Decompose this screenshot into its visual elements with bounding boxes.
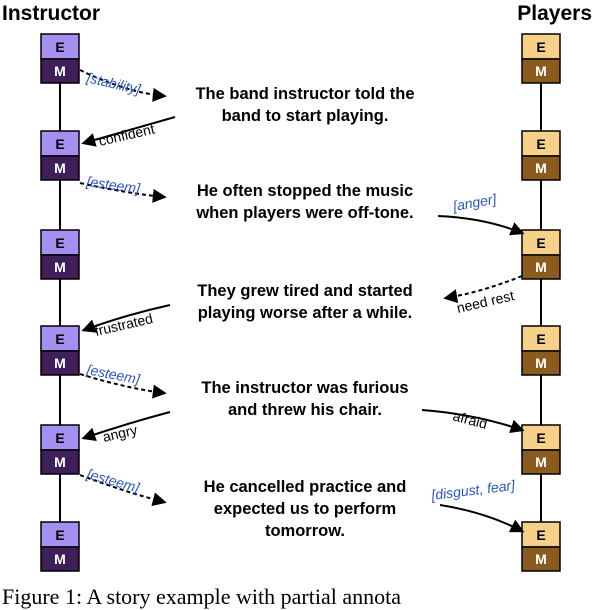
instructor-emotion-label: E bbox=[55, 136, 64, 152]
players-emotion-label: E bbox=[536, 430, 545, 446]
players-emotion-cell bbox=[521, 130, 561, 157]
sentence-5-line-2: expected us to perform bbox=[213, 500, 397, 518]
players-motivation-cell bbox=[521, 449, 561, 475]
arrow-esteem-1 bbox=[79, 182, 167, 203]
players-motivation-label: M bbox=[535, 259, 547, 275]
instructor-emotion-label: E bbox=[55, 235, 64, 251]
players-motivation-cell bbox=[521, 58, 561, 84]
label-esteem-1: [esteem] bbox=[85, 173, 142, 197]
players-motivation-label: M bbox=[535, 355, 547, 371]
sentence-5-line-1: He cancelled practice and bbox=[203, 478, 407, 496]
instructor-emotion-cell bbox=[40, 33, 80, 60]
players-motivation-label: M bbox=[535, 160, 547, 176]
instructor-state-box: EM bbox=[40, 33, 80, 84]
story-sentence-2: He often stopped the music when players … bbox=[140, 180, 470, 224]
instructor-emotion-label: E bbox=[55, 430, 64, 446]
arrow-afraid bbox=[421, 409, 525, 434]
players-emotion-label: E bbox=[536, 527, 545, 543]
instructor-emotion-cell bbox=[40, 130, 80, 157]
arrow-angry bbox=[81, 411, 171, 442]
sentence-3-line-1: They grew tired and started bbox=[197, 282, 413, 300]
figure-caption: Figure 1: A story example with partial a… bbox=[2, 584, 401, 609]
instructor-state-box: EM bbox=[40, 130, 80, 181]
instructor-emotion-label: E bbox=[55, 527, 64, 543]
players-motivation-cell bbox=[521, 254, 561, 280]
players-motivation-cell bbox=[521, 546, 561, 572]
label-esteem-3: [esteem] bbox=[84, 465, 142, 496]
arrow-esteem-2 bbox=[79, 373, 167, 399]
instructor-motivation-label: M bbox=[54, 454, 66, 470]
label-anger: [anger] bbox=[451, 190, 499, 214]
story-sentence-5: He cancelled practice and expected us to… bbox=[140, 476, 470, 542]
story-sentence-1: The band instructor told the band to sta… bbox=[140, 83, 470, 127]
players-motivation-cell bbox=[521, 155, 561, 181]
players-state-box: EM bbox=[521, 521, 561, 572]
players-emotion-label: E bbox=[536, 235, 545, 251]
players-emotion-label: E bbox=[536, 136, 545, 152]
instructor-motivation-cell bbox=[40, 350, 80, 376]
players-header: Players bbox=[517, 2, 592, 25]
instructor-motivation-cell bbox=[40, 449, 80, 475]
instructor-motivation-label: M bbox=[54, 551, 66, 567]
instructor-motivation-label: M bbox=[54, 63, 66, 79]
sentence-1-line-2: band to start playing. bbox=[221, 107, 389, 125]
label-angry: angry bbox=[101, 421, 139, 444]
instructor-header: Instructor bbox=[2, 2, 101, 25]
instructor-emotion-cell bbox=[40, 325, 80, 352]
sentence-3-line-2: playing worse after a while. bbox=[197, 304, 413, 322]
sentence-4-line-2: and threw his chair. bbox=[227, 401, 383, 419]
arrow-anger bbox=[437, 215, 525, 236]
instructor-motivation-cell bbox=[40, 58, 80, 84]
instructor-motivation-cell bbox=[40, 155, 80, 181]
sentence-5-line-3: tomorrow. bbox=[264, 522, 346, 540]
instructor-state-box: EM bbox=[40, 424, 80, 475]
label-stability: [stability] bbox=[84, 69, 143, 97]
arrow-confident bbox=[81, 116, 176, 147]
story-sentence-3: They grew tired and started playing wors… bbox=[140, 280, 470, 324]
players-motivation-label: M bbox=[535, 551, 547, 567]
players-emotion-label: E bbox=[536, 331, 545, 347]
story-sentence-4: The instructor was furious and threw his… bbox=[140, 377, 470, 421]
label-esteem-2: [esteem] bbox=[84, 361, 142, 387]
instructor-state-box: EM bbox=[40, 521, 80, 572]
sentence-2-line-1: He often stopped the music bbox=[196, 182, 414, 200]
players-motivation-label: M bbox=[535, 63, 547, 79]
arrow-frustrated bbox=[81, 304, 171, 333]
sentence-4-line-1: The instructor was furious bbox=[201, 379, 409, 397]
instructor-state-box: EM bbox=[40, 229, 80, 280]
instructor-emotion-cell bbox=[40, 229, 80, 256]
players-emotion-label: E bbox=[536, 39, 545, 55]
instructor-motivation-label: M bbox=[54, 259, 66, 275]
instructor-emotion-label: E bbox=[55, 331, 64, 347]
players-state-box: EM bbox=[521, 325, 561, 376]
players-state-box: EM bbox=[521, 130, 561, 181]
instructor-emotion-label: E bbox=[55, 39, 64, 55]
players-state-box: EM bbox=[521, 229, 561, 280]
players-state-box: EM bbox=[521, 424, 561, 475]
players-state-box: EM bbox=[521, 33, 561, 84]
instructor-motivation-label: M bbox=[54, 160, 66, 176]
arrow-need-rest bbox=[443, 275, 523, 304]
arrow-stability bbox=[79, 69, 167, 102]
instructor-motivation-cell bbox=[40, 254, 80, 280]
players-motivation-label: M bbox=[535, 454, 547, 470]
arrow-disgust-fear bbox=[439, 504, 525, 533]
instructor-state-box: EM bbox=[40, 325, 80, 376]
players-motivation-cell bbox=[521, 350, 561, 376]
instructor-motivation-cell bbox=[40, 546, 80, 572]
sentence-1-line-1: The band instructor told the bbox=[195, 85, 415, 103]
sentence-2-line-2: when players were off-tone. bbox=[196, 204, 414, 222]
arrow-esteem-3 bbox=[79, 474, 167, 506]
instructor-motivation-label: M bbox=[54, 355, 66, 371]
